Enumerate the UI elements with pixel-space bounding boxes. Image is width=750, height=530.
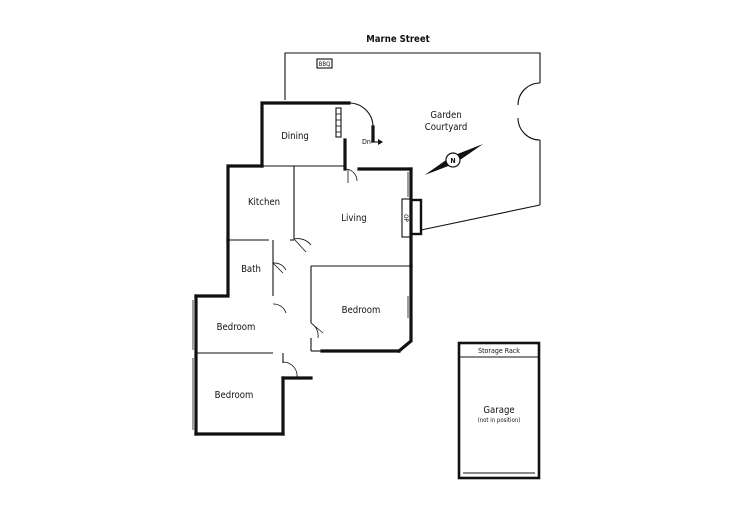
room-label-kitchen: Kitchen — [248, 197, 280, 208]
interior-walls — [196, 165, 411, 363]
street-label: Marne Street — [366, 34, 430, 45]
dining-stairs — [335, 107, 342, 138]
exterior-walls — [194, 101, 413, 436]
bbq-label: BBQ — [319, 61, 331, 68]
compass-circle — [445, 152, 461, 168]
window-markers — [192, 172, 409, 430]
compass-n-label: N — [450, 157, 455, 165]
door-swings — [272, 168, 358, 378]
room-label-dining: Dining — [281, 131, 309, 142]
garage-note: (not in position) — [478, 417, 521, 424]
compass: N — [424, 144, 484, 176]
down-arrow: Dn — [362, 138, 383, 146]
bbq: BBQ — [316, 58, 333, 69]
garage-label: Garage — [483, 405, 514, 416]
room-label-bedroom-2: Bedroom — [217, 322, 256, 333]
storage-rack-label: Storage Rack — [478, 347, 520, 355]
room-label-bedroom-main: Bedroom — [342, 305, 381, 316]
garage: Storage Rack Garage (not in position) — [457, 341, 541, 480]
garden-label-line2: Courtyard — [425, 122, 468, 133]
dn-label: Dn — [362, 138, 371, 146]
open-fireplace: OP — [401, 198, 423, 238]
garden-boundary — [284, 52, 541, 231]
op-label: OP — [402, 214, 409, 222]
garden-label-line1: Garden — [430, 110, 461, 121]
room-label-bath: Bath — [241, 264, 261, 275]
room-label-bedroom-3: Bedroom — [215, 390, 254, 401]
room-label-living: Living — [341, 213, 366, 224]
